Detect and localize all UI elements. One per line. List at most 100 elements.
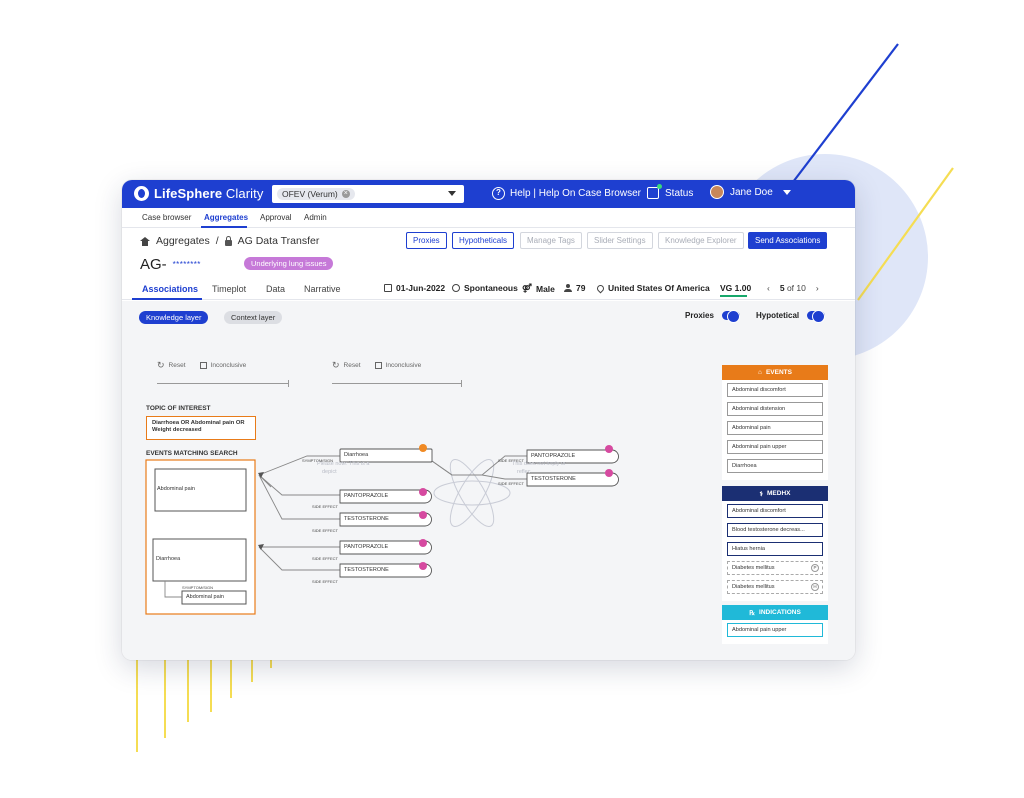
right-panel: ⌂ EVENTS Abdominal discomfort Abdominal …: [722, 365, 828, 650]
node-testosterone-1[interactable]: TESTOSTERONE: [344, 516, 389, 522]
knowledge-explorer-button[interactable]: Knowledge Explorer: [658, 232, 744, 249]
manage-tags-button[interactable]: Manage Tags: [520, 232, 582, 249]
case-tag[interactable]: Underlying lung issues: [244, 257, 334, 270]
sub-relation-label: SYMPTOM/SIGN: [182, 585, 214, 590]
panel-medhx-dashed-label: Diabetes mellitus: [732, 565, 775, 571]
event-sub-box: [181, 590, 247, 605]
evidence-slider-right[interactable]: [332, 380, 462, 387]
ghost-note-4: reflec: [517, 469, 531, 475]
topic-box[interactable]: Diarrhoea OR Abdominal pain OR Weight de…: [146, 416, 256, 440]
chevron-left-icon[interactable]: ‹: [767, 283, 770, 293]
chevron-right-icon[interactable]: ›: [815, 283, 819, 293]
meta-date-value: 01-Jun-2022: [396, 283, 446, 293]
graph-arrowheads: [258, 472, 264, 550]
product-select[interactable]: OFEV (Verum) ×: [272, 185, 464, 203]
vg-score[interactable]: VG 1.00: [720, 283, 752, 297]
case-pager: ‹ 5 of 10 ›: [767, 283, 819, 293]
panel-indication-item[interactable]: Abdominal pain upper: [727, 623, 823, 637]
panel-medhx-item-dashed[interactable]: Diabetes mellitus P: [727, 561, 823, 575]
edge-label-side-1: SIDE EFFECT: [312, 504, 339, 509]
reset-icon[interactable]: ↻: [332, 360, 340, 370]
proxies-toggle[interactable]: [721, 310, 740, 323]
send-associations-button[interactable]: Send Associations: [748, 232, 828, 249]
breadcrumb: Aggregates / AG Data Transfer: [140, 235, 319, 247]
topic-title: TOPIC OF INTEREST: [146, 405, 211, 412]
context-layer-button[interactable]: Context layer: [224, 311, 283, 324]
panel-medhx-item[interactable]: Hiatus hernia: [727, 542, 823, 556]
panel-event-item[interactable]: Abdominal pain: [727, 421, 823, 435]
chip-remove-icon[interactable]: ×: [341, 190, 350, 198]
event-box-abdominal-pain: [154, 468, 247, 512]
avatar: [710, 185, 724, 199]
help-label: Help | Help On Case Browser: [510, 188, 641, 199]
node-testosterone-right[interactable]: TESTOSTERONE: [531, 476, 576, 482]
brand-suffix: Clarity: [222, 186, 264, 201]
hypotheticals-button[interactable]: Hypotheticals: [452, 232, 515, 249]
node-testosterone-2[interactable]: TESTOSTERONE: [344, 567, 389, 573]
medhx-icon: ⚕: [759, 490, 764, 498]
inconclusive-checkbox-left[interactable]: [199, 362, 207, 369]
tab-associations[interactable]: Associations: [142, 284, 199, 294]
nav-aggregates[interactable]: Aggregates: [204, 213, 249, 222]
nav-approval[interactable]: Approval: [260, 213, 292, 222]
event-label-diarrhoea: Diarrhoea: [156, 556, 181, 562]
reset-label-left[interactable]: Reset: [168, 362, 186, 369]
app-logo[interactable]: LifeSphere Clarity: [134, 186, 263, 201]
tab-data[interactable]: Data: [266, 284, 286, 294]
panel-event-item[interactable]: Diarrhoea: [727, 459, 823, 473]
home-icon[interactable]: [140, 236, 150, 246]
meta-sex: ⚤Male: [522, 283, 555, 294]
panel-event-item[interactable]: Abdominal distension: [727, 402, 823, 416]
nav-active-underline: [201, 226, 247, 228]
indications-icon: ℞: [749, 609, 756, 617]
proxies-button[interactable]: Proxies: [406, 232, 447, 249]
medhx-panel-header[interactable]: ⚕ MEDHX: [722, 486, 828, 501]
chevron-down-icon[interactable]: [448, 191, 456, 196]
panel-event-item[interactable]: Abdominal discomfort: [727, 383, 823, 397]
hypotetical-toggle[interactable]: [807, 310, 826, 323]
help-link[interactable]: ? Help | Help On Case Browser: [492, 187, 641, 200]
tab-narrative[interactable]: Narrative: [304, 284, 341, 294]
events-panel-header[interactable]: ⌂ EVENTS: [722, 365, 828, 380]
meta-date: 01-Jun-2022: [384, 283, 445, 293]
panel-medhx-dashed-label: Diabetes mellitus: [732, 584, 775, 590]
node-pantoprazole-right[interactable]: PANTOPRAZOLE: [531, 453, 576, 459]
edge-label-side-5: SIDE EFFECT: [498, 458, 525, 463]
left-controls: ↻ Reset Inconclusive: [157, 360, 246, 370]
lifesphere-logo-icon: [134, 186, 149, 201]
nav-case-browser[interactable]: Case browser: [142, 213, 192, 222]
ghost-note-2: depict: [322, 469, 337, 475]
evidence-slider-left[interactable]: [157, 380, 289, 387]
tab-timeplot[interactable]: Timeplot: [212, 284, 247, 294]
case-id-masked: ********: [172, 260, 201, 269]
breadcrumb-root[interactable]: Aggregates: [156, 235, 210, 247]
slider-settings-button[interactable]: Slider Settings: [587, 232, 653, 249]
breadcrumb-separator: /: [215, 235, 219, 247]
events-icon: ⌂: [758, 369, 762, 376]
panel-medhx-item-dashed[interactable]: Diabetes mellitus H: [727, 580, 823, 594]
knowledge-layer-button[interactable]: Knowledge layer: [139, 311, 209, 324]
proxies-toggle-group: Proxies: [685, 310, 740, 323]
reset-label-right[interactable]: Reset: [343, 362, 361, 369]
node-pantoprazole-2[interactable]: PANTOPRAZOLE: [344, 544, 389, 550]
calendar-icon: [384, 284, 392, 292]
nav-admin[interactable]: Admin: [304, 213, 327, 222]
panel-medhx-item[interactable]: Blood testosterone decreas...: [727, 523, 823, 537]
associations-canvas: Knowledge layer Context layer Proxies Hy…: [122, 301, 855, 660]
node-pantoprazole-1[interactable]: PANTOPRAZOLE: [344, 493, 389, 499]
user-menu-chevron-icon: [782, 189, 791, 195]
reset-icon[interactable]: ↻: [157, 360, 165, 370]
app-window: LifeSphere Clarity OFEV (Verum) × ? Help…: [122, 180, 855, 660]
meta-age: 79: [564, 283, 585, 293]
status-link[interactable]: Status: [647, 184, 693, 199]
inconclusive-checkbox-right[interactable]: [374, 362, 382, 369]
status-icon: [647, 184, 662, 199]
atom-watermark-icon: [433, 459, 511, 527]
hypothetical-badge: H: [811, 583, 819, 591]
user-menu[interactable]: Jane Doe: [710, 185, 791, 199]
indications-panel-header[interactable]: ℞ INDICATIONS: [722, 605, 828, 620]
location-pin-icon: [595, 283, 606, 293]
node-diarrhoea[interactable]: Diarrhoea: [344, 452, 369, 458]
panel-medhx-item[interactable]: Abdominal discomfort: [727, 504, 823, 518]
panel-event-item[interactable]: Abdominal pain upper: [727, 440, 823, 454]
